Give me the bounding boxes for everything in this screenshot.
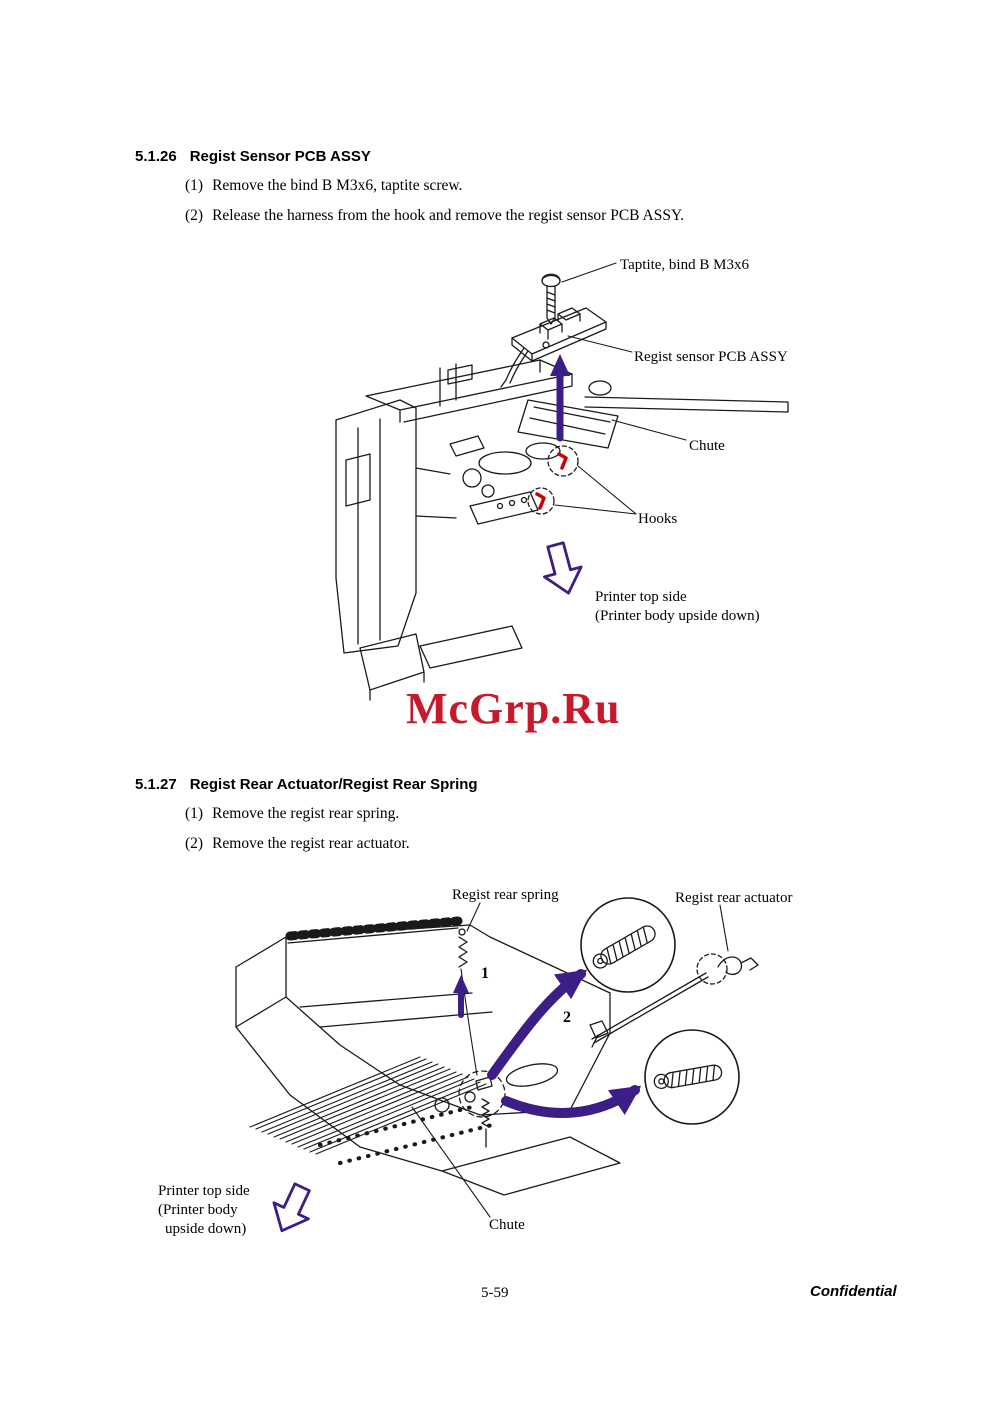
orientation-text-line3: upside down) xyxy=(165,1220,247,1237)
callout-circle-actuator-top xyxy=(580,897,676,993)
section-title: Regist Sensor PCB ASSY xyxy=(189,148,371,165)
orientation-text-line2: (Printer body upside down) xyxy=(595,607,760,624)
step-marker: (1) xyxy=(185,805,204,822)
orientation-hollow-arrow xyxy=(543,541,583,595)
roller-hatch-lines xyxy=(249,1056,487,1155)
label-chute-2: Chute xyxy=(489,1217,525,1233)
motion-arrows xyxy=(487,969,642,1118)
figure-regist-rear-actuator-drawing xyxy=(235,897,759,1233)
printer-body-outline-2 xyxy=(235,916,621,1196)
orientation-text-line1: Printer top side xyxy=(158,1183,250,1199)
label-printer-top-side-2: Printer top side (Printer body upside do… xyxy=(158,1182,250,1238)
step-text: Remove the bind B M3x6, taptite screw. xyxy=(212,177,463,194)
label-taptite-screw: Taptite, bind B M3x6 xyxy=(620,257,749,273)
figure2-leader-lines xyxy=(411,902,729,1218)
watermark-text: McGrp.Ru xyxy=(406,684,621,733)
section-heading-5-1-26: 5.1.26 Regist Sensor PCB ASSY xyxy=(135,148,371,165)
label-hooks: Hooks xyxy=(638,511,678,527)
figure-regist-sensor-pcb-drawing xyxy=(335,262,789,701)
orientation-text-line2: (Printer body xyxy=(158,1201,238,1218)
section-number: 5.1.27 xyxy=(135,776,177,793)
section-heading-5-1-27: 5.1.27 Regist Rear Actuator/Regist Rear … xyxy=(135,776,478,793)
step-line: (1) Remove the regist rear spring. xyxy=(185,805,399,823)
dotted-strips xyxy=(318,1105,494,1165)
regist-sensor-pcb-drawing xyxy=(500,307,607,388)
taptite-screw-drawing xyxy=(541,273,561,325)
label-chute-1: Chute xyxy=(689,438,725,454)
step-line: (2) Remove the regist rear actuator. xyxy=(185,835,410,853)
label-regist-rear-spring: Regist rear spring xyxy=(452,887,559,903)
printer-body-outline xyxy=(335,359,573,701)
step-text: Remove the regist rear actuator. xyxy=(212,835,410,852)
section-title: Regist Rear Actuator/Regist Rear Spring xyxy=(189,776,478,793)
spring-removal-arrow xyxy=(453,975,469,1018)
footer-confidential: Confidential xyxy=(810,1283,897,1300)
figure-step-number-1: 1 xyxy=(481,965,489,982)
orientation-hollow-arrow-2 xyxy=(272,1182,311,1233)
actuator-location-highlight xyxy=(458,1070,506,1148)
figure-step-number-2: 2 xyxy=(563,1009,571,1026)
section-number: 5.1.26 xyxy=(135,148,177,165)
step-marker: (2) xyxy=(185,835,204,852)
step-line: (1) Remove the bind B M3x6, taptite scre… xyxy=(185,177,462,195)
step-text: Remove the regist rear spring. xyxy=(212,805,400,822)
step-marker: (2) xyxy=(185,207,204,224)
hook-highlights xyxy=(527,445,579,515)
step-text: Release the harness from the hook and re… xyxy=(212,207,685,224)
chute-and-rollers xyxy=(415,380,789,525)
orientation-text-line1: Printer top side xyxy=(595,589,687,605)
step-marker: (1) xyxy=(185,177,204,194)
label-regist-rear-actuator: Regist rear actuator xyxy=(675,890,793,906)
footer-page-number: 5-59 xyxy=(481,1285,509,1301)
label-regist-sensor-pcb: Regist sensor PCB ASSY xyxy=(634,349,788,365)
step-line: (2) Release the harness from the hook an… xyxy=(185,207,684,225)
regist-rear-actuator-rod xyxy=(589,953,759,1048)
callout-circle-actuator-bottom xyxy=(644,1029,740,1125)
figure1-leader-lines xyxy=(554,262,687,515)
label-printer-top-side-1: Printer top side (Printer body upside do… xyxy=(595,588,760,626)
removal-up-arrow xyxy=(550,354,570,442)
